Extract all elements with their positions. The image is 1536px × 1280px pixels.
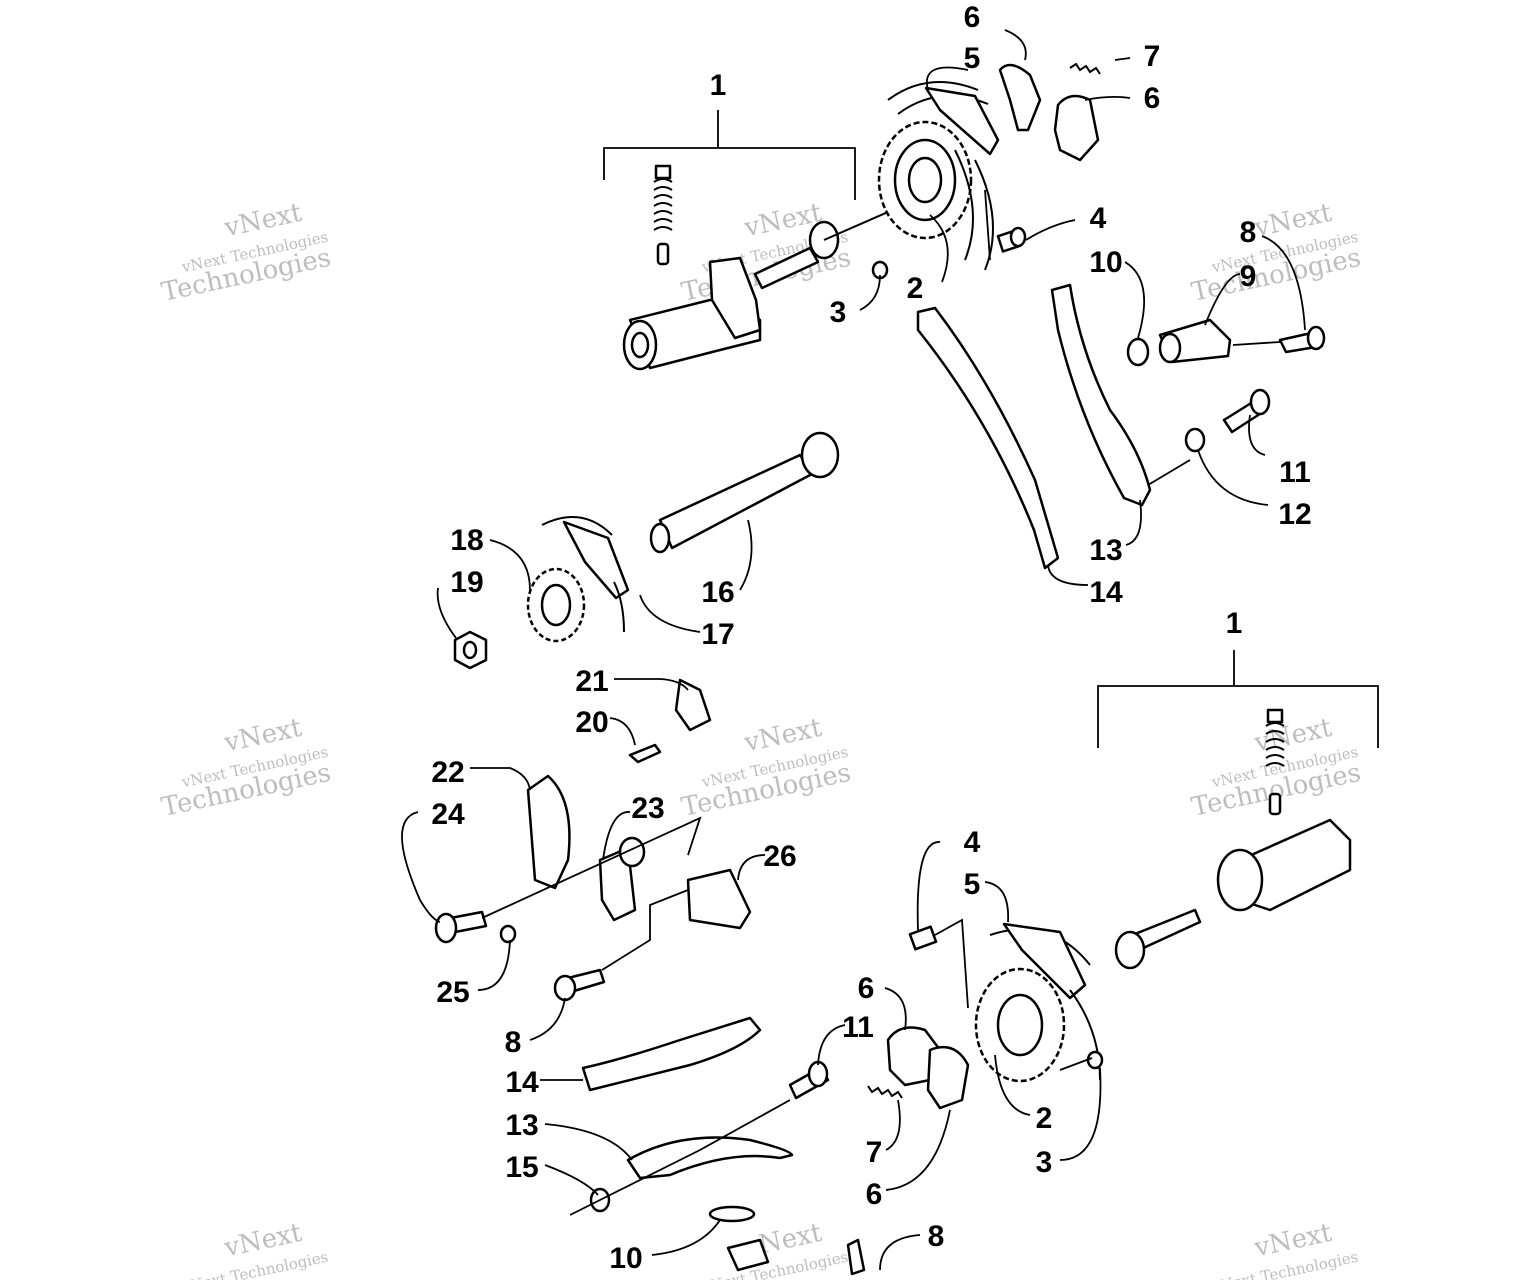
callout-5: 5 — [964, 868, 981, 901]
callout-6: 6 — [858, 972, 875, 1005]
watermark: vNext vNext Technologies Technologies — [159, 713, 334, 823]
callout-19: 19 — [450, 566, 483, 599]
chain-tensioner-upper — [1126, 318, 1326, 367]
assembly-lines — [481, 189, 1281, 1216]
lower-sprocket — [908, 922, 1104, 1083]
callout-11: 11 — [1279, 456, 1311, 489]
pivot-bolt-upper — [1184, 388, 1271, 453]
bracket-1-upper — [603, 110, 856, 200]
watermark: vNext vNext Technologies Technologies — [1189, 198, 1364, 308]
callout-14: 14 — [1089, 576, 1123, 609]
callout-13: 13 — [505, 1109, 538, 1142]
lower-chain-guides — [581, 1016, 794, 1213]
callout-24: 24 — [431, 798, 465, 831]
upper-sprocket — [877, 120, 973, 240]
callout-8: 8 — [505, 1026, 522, 1059]
callout-16: 16 — [701, 576, 734, 609]
callout-26: 26 — [763, 840, 796, 873]
leader-lines — [401, 29, 1306, 1271]
callout-2: 2 — [907, 272, 924, 305]
callout-14: 14 — [505, 1066, 539, 1099]
callout-12: 12 — [1278, 498, 1311, 531]
callout-6: 6 — [866, 1178, 883, 1211]
callout-3: 3 — [830, 296, 847, 329]
callout-1: 1 — [1226, 607, 1243, 640]
callout-8: 8 — [928, 1220, 945, 1253]
upper-decomp-weights — [998, 62, 1101, 162]
bolt-4-upper — [996, 226, 1027, 253]
callout-18: 18 — [450, 524, 483, 557]
watermark: vNext vNext Technologies — [1209, 1218, 1359, 1280]
watermark: vNext vNext Technologies — [699, 1218, 849, 1280]
idler-assembly — [453, 516, 630, 670]
bracket-1-lower — [1097, 650, 1379, 748]
callout-11: 11 — [842, 1011, 874, 1044]
callout-7: 7 — [866, 1136, 883, 1169]
callout-22: 22 — [431, 756, 464, 789]
callout-25: 25 — [436, 976, 469, 1009]
callout-4: 4 — [1090, 202, 1107, 235]
callout-13: 13 — [1089, 534, 1122, 567]
upper-cam-chain — [887, 81, 1000, 271]
upper-chain-guides — [916, 283, 1152, 570]
callout-4: 4 — [964, 826, 981, 859]
callout-10: 10 — [1089, 246, 1122, 279]
upper-camshaft-assembly — [622, 164, 762, 371]
callout-6: 6 — [964, 1, 981, 34]
callout-10: 10 — [609, 1242, 642, 1275]
idler-shaft — [649, 431, 840, 554]
callout-7: 7 — [1144, 40, 1161, 73]
callout-6: 6 — [1144, 82, 1161, 115]
callout-17: 17 — [701, 618, 734, 651]
callouts: 1 2 3 4 5 6 6 7 8 9 10 11 12 13 14 16 17… — [431, 1, 1311, 1275]
lower-tensioner — [708, 1205, 866, 1276]
lower-camshaft-assembly — [1114, 708, 1352, 970]
callout-2: 2 — [1036, 1102, 1053, 1135]
callout-3: 3 — [1036, 1146, 1053, 1179]
watermark: vNext vNext Technologies — [179, 1218, 329, 1280]
callout-8: 8 — [1240, 216, 1257, 249]
callout-21: 21 — [575, 665, 608, 698]
callout-5: 5 — [964, 42, 981, 75]
callout-15: 15 — [505, 1151, 538, 1184]
callout-1: 1 — [710, 69, 727, 102]
parts — [401, 29, 1379, 1276]
callout-23: 23 — [631, 792, 664, 825]
watermark: vNext vNext Technologies Technologies — [159, 198, 334, 308]
callout-20: 20 — [575, 706, 608, 739]
lower-guide-parts — [434, 774, 752, 1002]
callout-9: 9 — [1240, 260, 1257, 293]
bracket-21 — [628, 678, 712, 764]
lower-decomp-weights — [788, 1026, 970, 1110]
